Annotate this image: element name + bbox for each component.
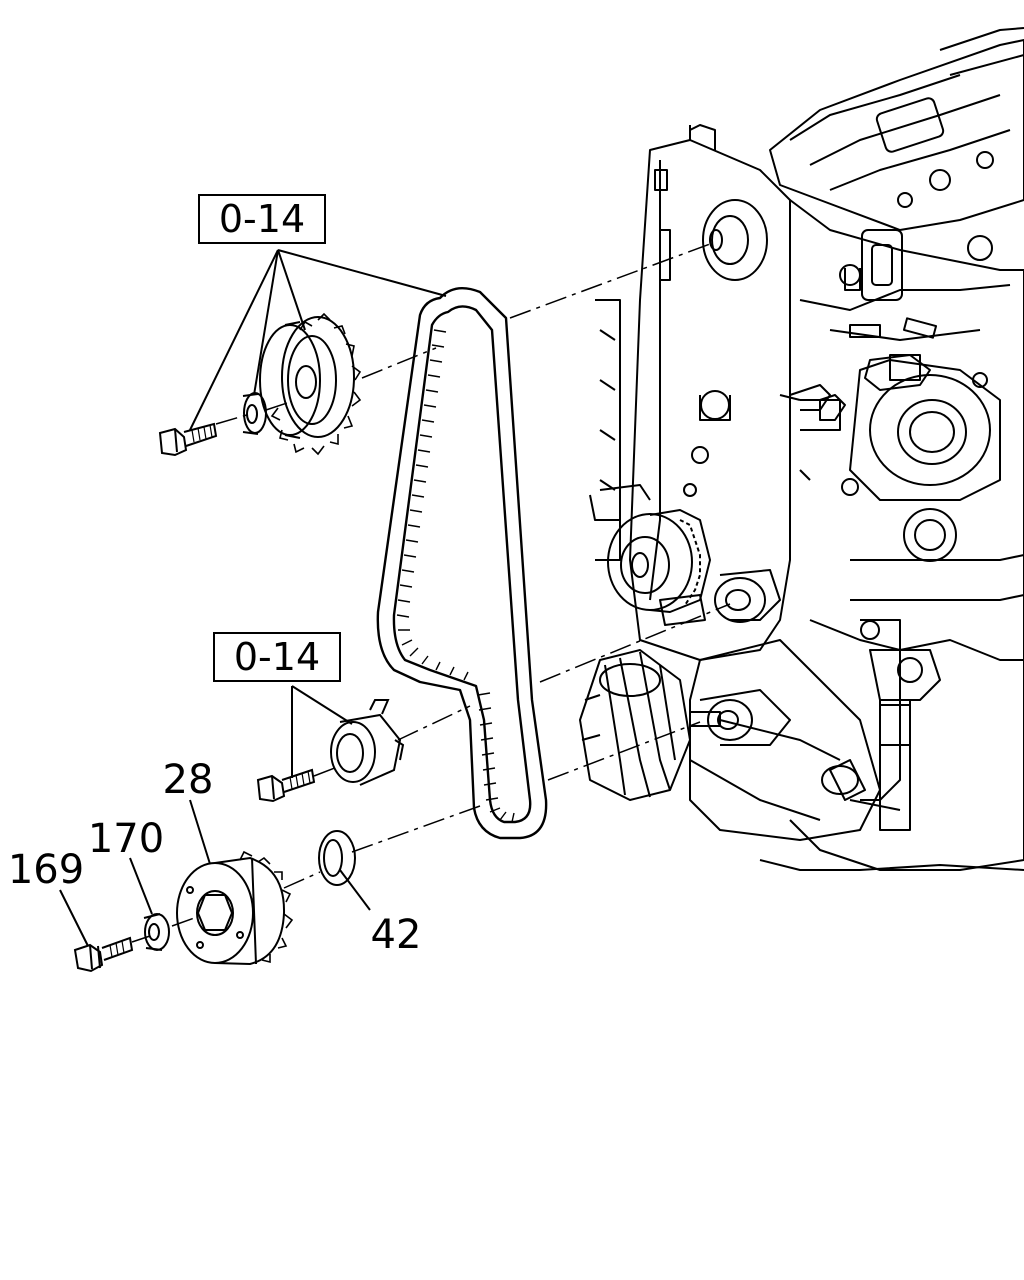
reference-label-lower: 0-14: [234, 635, 320, 679]
part-number-170: 170: [88, 816, 164, 862]
crank-washer: [143, 913, 170, 951]
camshaft-sprocket: [259, 312, 362, 456]
crank-bolt: [73, 936, 134, 973]
part-number-28: 28: [163, 757, 214, 803]
reference-box-upper: 0-14: [198, 194, 326, 244]
camshaft-washer: [242, 392, 267, 435]
part-number-169: 169: [8, 847, 84, 893]
reference-label-upper: 0-14: [219, 197, 305, 241]
reference-box-lower: 0-14: [213, 632, 341, 682]
engine-block: [579, 27, 1024, 871]
part-number-42: 42: [371, 912, 422, 958]
camshaft-bolt: [158, 422, 218, 457]
belt-tensioner: [330, 699, 405, 786]
assembly-centerlines: [131, 243, 731, 943]
seal-ring: [318, 830, 356, 886]
timing-belt: [376, 286, 548, 840]
tensioner-bolt: [256, 768, 316, 803]
leader-lines: [59, 249, 447, 947]
crankshaft-sprocket: [176, 850, 294, 966]
